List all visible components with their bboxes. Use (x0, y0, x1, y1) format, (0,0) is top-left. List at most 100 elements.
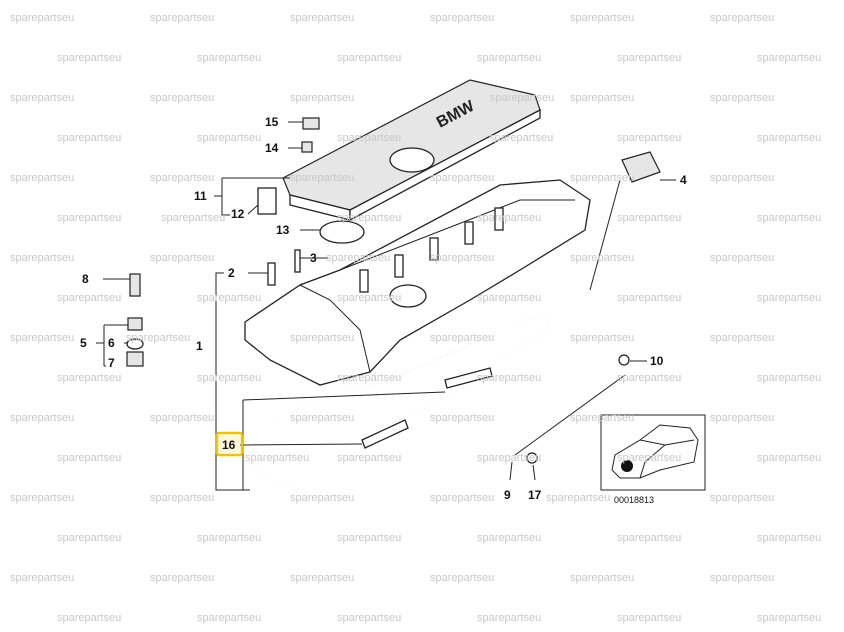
watermark-text: sparepartseu (290, 12, 354, 24)
callout-17[interactable]: 17 (528, 488, 542, 502)
watermark-text: sparepartseu (57, 612, 121, 624)
watermark-text: sparepartseu (197, 532, 261, 544)
watermark-text: sparepartseu (430, 492, 494, 504)
part-7 (126, 351, 144, 367)
watermark-text: sparepartseu (570, 92, 634, 104)
watermark-text: sparepartseu (617, 212, 681, 224)
watermark-text: sparepartseu (546, 492, 610, 504)
callout-8[interactable]: 8 (82, 272, 89, 286)
gasket (249, 317, 549, 491)
part-8 (129, 273, 141, 297)
watermark-text: sparepartseu (150, 412, 214, 424)
watermark-text: sparepartseu (710, 252, 774, 264)
watermark-text: sparepartseu (757, 132, 821, 144)
watermark-text: sparepartseu (757, 52, 821, 64)
watermark-text: sparepartseu (757, 292, 821, 304)
watermark-text: sparepartseu (710, 572, 774, 584)
watermark-text: sparepartseu (617, 292, 681, 304)
watermark-text: sparepartseu (337, 452, 401, 464)
watermark-text: sparepartseu (290, 332, 354, 344)
callout-6[interactable]: 6 (108, 336, 115, 350)
callout-3[interactable]: 3 (310, 251, 317, 265)
watermark-text: sparepartseu (337, 52, 401, 64)
watermark-text: sparepartseu (10, 492, 74, 504)
part-13 (319, 220, 365, 244)
watermark-text: sparepartseu (197, 132, 261, 144)
callout-4[interactable]: 4 (680, 173, 687, 187)
part-10 (618, 354, 630, 366)
watermark-text: sparepartseu (337, 212, 401, 224)
watermark-text: sparepartseu (57, 372, 121, 384)
watermark-text: sparepartseu (197, 52, 261, 64)
callout-11[interactable]: 11 (194, 189, 207, 203)
watermark-text: sparepartseu (126, 332, 190, 344)
callout-1[interactable]: 1 (196, 339, 203, 353)
watermark-text: sparepartseu (57, 292, 121, 304)
watermark-text: sparepartseu (570, 252, 634, 264)
watermark-text: sparepartseu (150, 172, 214, 184)
callout-2[interactable]: 2 (228, 266, 235, 280)
watermark-text: sparepartseu (197, 372, 261, 384)
highlight-box (215, 431, 244, 457)
part-5 (127, 317, 143, 331)
watermark-text: sparepartseu (161, 212, 225, 224)
watermark-text: sparepartseu (10, 252, 74, 264)
callout-9[interactable]: 9 (504, 488, 511, 502)
watermark-text: sparepartseu (326, 252, 390, 264)
watermark-text: sparepartseu (337, 292, 401, 304)
watermark-text: sparepartseu (710, 332, 774, 344)
watermark-text: sparepartseu (570, 572, 634, 584)
callout-16[interactable]: 16 (222, 438, 236, 452)
watermark-text: sparepartseu (570, 332, 634, 344)
watermark-text: sparepartseu (757, 532, 821, 544)
callout-12[interactable]: 12 (231, 207, 245, 221)
watermark-text: sparepartseu (489, 132, 553, 144)
watermark-text: sparepartseu (477, 292, 541, 304)
watermark-text: sparepartseu (430, 252, 494, 264)
watermark-text: sparepartseu (57, 52, 121, 64)
watermark-text: sparepartseu (710, 12, 774, 24)
watermark-text: sparepartseu (337, 372, 401, 384)
watermark-text: sparepartseu (617, 132, 681, 144)
watermark-text: sparepartseu (477, 452, 541, 464)
callout-14[interactable]: 14 (265, 141, 279, 155)
watermark-text: sparepartseu (57, 212, 121, 224)
watermark-text: sparepartseu (710, 172, 774, 184)
inset-code: 00018813 (614, 495, 654, 505)
highlight-fill (219, 435, 240, 453)
callout-5[interactable]: 5 (80, 336, 87, 350)
watermark-text: sparepartseu (57, 132, 121, 144)
watermark-text: sparepartseu (10, 332, 74, 344)
watermark-text: sparepartseu (490, 92, 554, 104)
watermark-text: sparepartseu (197, 292, 261, 304)
watermark-text: sparepartseu (430, 332, 494, 344)
callouts: 15 14 11 12 13 3 2 8 5 6 7 1 16 4 10 9 1… (80, 115, 687, 502)
watermark-text: sparepartseu (477, 372, 541, 384)
watermark-text: sparepartseu (10, 12, 74, 24)
callout-13[interactable]: 13 (276, 223, 290, 237)
watermark-text: sparepartseu (617, 612, 681, 624)
callout-15[interactable]: 15 (265, 115, 279, 129)
watermark-text: sparepartseu (10, 412, 74, 424)
part-9 (514, 374, 626, 456)
engine-cover: BMW (282, 79, 541, 222)
part-6 (126, 338, 144, 350)
watermark-text: sparepartseu (430, 12, 494, 24)
watermark-text: sparepartseu (10, 92, 74, 104)
callout-10[interactable]: 10 (650, 354, 664, 368)
watermark-text: sparepartseu (710, 92, 774, 104)
watermark-layer: sparepartseu sparepartseu sparepartseu spar… (10, 12, 821, 624)
watermark-text: sparepartseu (245, 452, 309, 464)
watermark-text: sparepartseu (150, 252, 214, 264)
watermark-text: sparepartseu (617, 452, 681, 464)
watermark-text: sparepartseu (477, 212, 541, 224)
part-14 (301, 141, 313, 153)
watermark-text: sparepartseu (710, 492, 774, 504)
callout-7[interactable]: 7 (108, 356, 115, 370)
watermark-text: sparepartseu (150, 92, 214, 104)
watermark-text: sparepartseu (150, 572, 214, 584)
watermark-text: sparepartseu (430, 172, 494, 184)
watermark-text: sparepartseu (430, 412, 494, 424)
